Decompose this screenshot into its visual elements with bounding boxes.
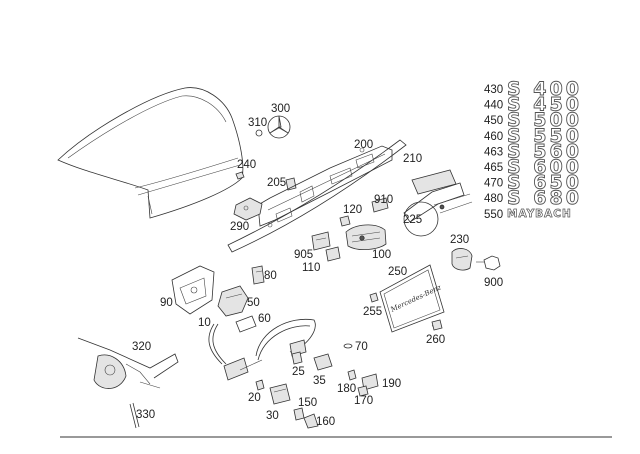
license-plate-text: Mercedes-Benz [389, 283, 443, 314]
callout-190: 190 [382, 378, 401, 390]
lock-actuator-50 [217, 285, 249, 317]
model-badge: S 450 [507, 94, 582, 116]
wiring-harness-60 [223, 315, 316, 381]
callout-250: 250 [388, 266, 407, 278]
bracket-30 [269, 383, 291, 405]
model-number: 450 [484, 115, 503, 127]
detail-circle-225 [403, 169, 473, 237]
bracket-290 [233, 197, 263, 221]
callout-100: 100 [372, 249, 391, 261]
model-badge: S 400 [507, 78, 582, 100]
callout-90: 90 [160, 297, 173, 309]
callout-240: 240 [237, 159, 256, 171]
callout-25: 25 [292, 366, 305, 378]
model-badge: S 680 [507, 187, 582, 209]
model-number: 550 [484, 209, 503, 221]
callout-210: 210 [403, 153, 422, 165]
model-number: 440 [484, 100, 503, 112]
callout-160: 160 [316, 416, 335, 428]
handle-unit-100 [345, 224, 387, 250]
model-badge: S 650 [507, 172, 582, 194]
model-badge: S 500 [507, 109, 582, 131]
callout-260: 260 [426, 334, 445, 346]
callout-110: 110 [302, 262, 320, 274]
clip-120 [339, 215, 351, 227]
model-badge: S 600 [507, 156, 582, 178]
callout-120: 120 [343, 204, 362, 216]
model-number: 480 [484, 193, 503, 205]
emblem-ring [255, 129, 263, 137]
model-number: 430 [484, 84, 503, 96]
star-emblem [267, 115, 291, 139]
clip-160 [303, 413, 319, 429]
cable-10 [208, 323, 227, 365]
clip-150 [293, 407, 305, 421]
screw-255 [369, 292, 379, 303]
callout-910: 910 [374, 194, 393, 206]
clip-180 [347, 369, 357, 381]
clip-205 [285, 177, 297, 191]
screw-240 [235, 171, 245, 180]
clip-170 [357, 385, 369, 397]
bracket-35 [313, 353, 333, 371]
trim-strip-210 [227, 139, 407, 253]
trunk-lid [57, 87, 244, 219]
model-number: 470 [484, 178, 503, 190]
washer-70 [343, 343, 353, 349]
callout-20: 20 [248, 392, 261, 404]
model-badge: S 550 [507, 125, 582, 147]
switch-905 [311, 231, 331, 251]
screw-20 [255, 379, 265, 391]
screw-260 [431, 319, 443, 331]
model-badge: S 560 [507, 140, 582, 162]
callout-900: 900 [484, 277, 503, 289]
connector-80 [251, 265, 265, 285]
callout-205: 205 [267, 177, 286, 189]
lamp-socket-230 [451, 248, 473, 271]
callout-50: 50 [247, 297, 260, 309]
callout-905: 905 [294, 249, 313, 261]
connector-110 [325, 246, 341, 262]
callout-35: 35 [313, 375, 326, 387]
model-number: 460 [484, 131, 503, 143]
hinge-320 [77, 337, 179, 389]
callout-290: 290 [230, 221, 249, 233]
callout-200: 200 [354, 139, 373, 151]
callout-255: 255 [363, 306, 382, 318]
model-badge-list: 430 S 400 440 S 450 450 S 500 460 S 550 463 S 560… [484, 78, 582, 221]
callout-310: 310 [248, 117, 267, 129]
callout-70: 70 [355, 341, 368, 353]
clip-25 [291, 351, 303, 365]
cover-910 [371, 197, 389, 213]
model-number: 465 [484, 162, 503, 174]
callout-300: 300 [271, 103, 290, 115]
callout-30: 30 [266, 410, 279, 422]
callout-labels: 300 310 240 205 200 210 290 120 910 225 … [132, 103, 503, 428]
callout-150: 150 [298, 397, 317, 409]
callout-10: 10 [198, 317, 211, 329]
model-badge: MAYBACH [507, 208, 572, 220]
callout-60: 60 [258, 313, 271, 325]
callout-170: 170 [354, 395, 373, 407]
lock-bracket-90 [171, 265, 215, 315]
callout-80: 80 [264, 270, 277, 282]
callout-180: 180 [337, 383, 356, 395]
model-number: 463 [484, 146, 503, 158]
callout-320: 320 [132, 341, 151, 353]
callout-330: 330 [136, 409, 155, 421]
rod-330 [129, 402, 140, 429]
callout-225: 225 [403, 214, 422, 226]
callout-230: 230 [450, 234, 469, 246]
bulb-900 [476, 255, 501, 271]
